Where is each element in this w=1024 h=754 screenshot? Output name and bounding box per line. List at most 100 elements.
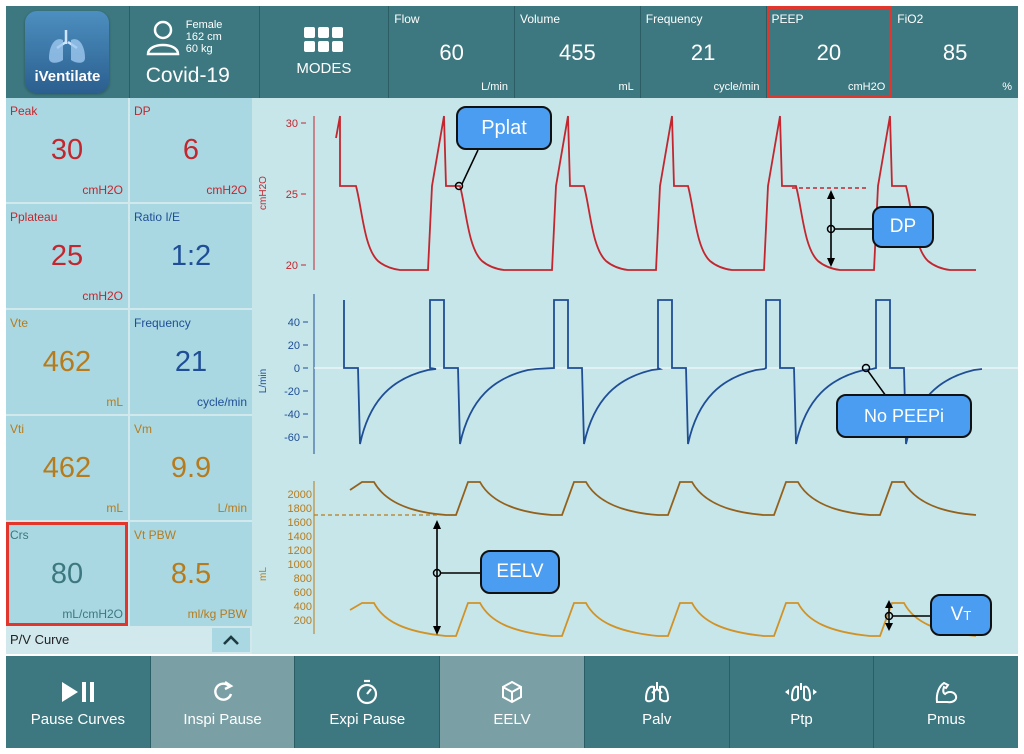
monitor-unit: cmH2O — [82, 289, 123, 303]
eelv-callout: EELV — [480, 550, 560, 594]
param-value: 60 — [439, 40, 464, 65]
param-unit: % — [1002, 81, 1012, 93]
monitor-value: 1:2 — [170, 240, 212, 272]
logo-cell: iVentilate — [6, 6, 130, 98]
param-volume[interactable]: Volume 455 mL — [515, 6, 641, 98]
monitor-unit: ml/kg PBW — [187, 607, 247, 621]
pplat-marker — [454, 181, 464, 191]
monitor-unit: cmH2O — [206, 183, 247, 197]
param-frequency[interactable]: Frequency 21 cycle/min — [641, 6, 767, 98]
app-logo[interactable]: iVentilate — [25, 11, 110, 93]
monitor-label: Peak — [10, 104, 38, 118]
volume-tick: 1800 — [288, 503, 312, 515]
param-peep[interactable]: PEEP 20 cmH2O — [766, 6, 893, 98]
flow-tick: -60 — [284, 432, 300, 444]
app-logo-text: iVentilate — [34, 68, 101, 85]
patient-sex: Female — [185, 19, 223, 31]
monitor-unit: mL/cmH2O — [62, 607, 123, 621]
pressure-tick: 30 — [286, 118, 298, 130]
monitor-pplateau[interactable]: Pplateau 25 cmH2O — [6, 204, 128, 308]
flow-tick: -20 — [284, 386, 300, 398]
monitor-ratio-ie[interactable]: Ratio I/E 1:2 — [130, 204, 252, 308]
monitor-vti[interactable]: Vti 462 mL — [6, 416, 128, 520]
pressure-axis-label: cmH2O — [258, 176, 269, 210]
param-unit: cmH2O — [847, 81, 886, 93]
no-peepi-callout: No PEEPi — [836, 394, 972, 438]
param-value: 20 — [816, 40, 842, 65]
pv-curve-label: P/V Curve — [10, 632, 70, 647]
monitor-value: 21 — [174, 346, 208, 378]
monitor-value: 80 — [50, 558, 84, 590]
pv-curve-toggle[interactable] — [212, 628, 250, 652]
monitor-unit: cycle/min — [196, 395, 247, 409]
palv-button[interactable]: Palv — [585, 656, 730, 748]
param-label: Volume — [520, 12, 561, 26]
monitor-label: Vm — [134, 422, 152, 436]
ptp-button[interactable]: Ptp — [730, 656, 875, 748]
param-fio2[interactable]: FiO2 85 % — [892, 6, 1018, 98]
monitor-label: Frequency — [134, 316, 191, 330]
pv-curve-bar[interactable]: P/V Curve — [6, 626, 252, 654]
pressure-waveform — [335, 115, 976, 271]
flow-waveform — [343, 299, 983, 445]
volume-tick: 800 — [294, 573, 312, 585]
monitor-label: Pplateau — [10, 210, 58, 224]
pause-curves-button[interactable]: Pause Curves — [6, 656, 151, 748]
volume-waveform-tidal — [349, 602, 977, 637]
volume-tick: 1000 — [288, 559, 312, 571]
monitor-unit: L/min — [217, 501, 247, 515]
chevron-up-icon — [223, 635, 239, 645]
flow-axis-label: L/min — [258, 369, 269, 393]
monitor-dp[interactable]: DP 6 cmH2O — [130, 98, 252, 202]
bottom-toolbar: Pause Curves Inspi Pause Expi Pause EELV — [6, 656, 1018, 748]
monitor-value: 6 — [182, 134, 200, 166]
param-value: 21 — [690, 40, 716, 65]
patient-height: 162 cm — [185, 31, 222, 43]
pplat-callout: Pplat — [456, 106, 552, 150]
volume-tick: 1400 — [288, 531, 312, 543]
monitor-unit: mL — [106, 501, 123, 515]
volume-tick: 600 — [294, 587, 312, 599]
monitor-value: 462 — [42, 346, 92, 378]
inspi-pause-button[interactable]: Inspi Pause — [150, 656, 296, 748]
muscle-icon — [935, 681, 958, 703]
dp-arrow-heads — [827, 190, 835, 267]
lungs-logo-icon — [49, 30, 86, 63]
param-value: 455 — [559, 40, 596, 65]
play-pause-icon — [61, 681, 94, 702]
waveform-svg: cmH2O L/min mL 30 25 20 40 20 0 -20 -40 … — [258, 115, 1018, 637]
param-unit: mL — [618, 81, 634, 93]
param-flow[interactable]: Flow 60 L/min — [389, 6, 515, 98]
pressure-tick: 25 — [286, 189, 298, 201]
patient-info[interactable]: Female 162 cm 60 kg Covid-19 — [130, 6, 260, 98]
pmus-button[interactable]: Pmus — [874, 656, 1018, 748]
monitor-vte[interactable]: Vte 462 mL — [6, 310, 128, 414]
param-value: 85 — [942, 40, 968, 65]
expi-pause-button[interactable]: Expi Pause — [295, 656, 441, 748]
toolbar-label: Expi Pause — [329, 710, 406, 728]
monitor-label: Vt PBW — [134, 528, 177, 542]
monitor-vt-pbw[interactable]: Vt PBW 8.5 ml/kg PBW — [130, 522, 252, 626]
flow-tick: 0 — [294, 363, 300, 375]
modes-button[interactable]: MODES — [260, 6, 390, 98]
monitor-crs[interactable]: Crs 80 mL/cmH2O — [6, 522, 128, 626]
toolbar-label: Pmus — [927, 710, 966, 728]
flow-tick: 40 — [288, 317, 300, 329]
waveform-area: cmH2O L/min mL 30 25 20 40 20 0 -20 -40 … — [252, 98, 1018, 654]
monitor-peak[interactable]: Peak 30 cmH2O — [6, 98, 128, 202]
monitor-value: 9.9 — [170, 452, 212, 484]
stopwatch-icon — [357, 679, 378, 704]
grid-icon — [304, 27, 344, 52]
toolbar-label: Palv — [642, 710, 672, 728]
volume-tick: 400 — [294, 601, 312, 613]
monitor-frequency[interactable]: Frequency 21 cycle/min — [130, 310, 252, 414]
monitor-vm[interactable]: Vm 9.9 L/min — [130, 416, 252, 520]
monitor-value: 462 — [42, 452, 92, 484]
monitor-label: Vti — [10, 422, 25, 436]
volume-tick: 2000 — [288, 489, 312, 501]
monitor-value: 30 — [50, 134, 84, 166]
eelv-button[interactable]: EELV — [440, 656, 585, 748]
param-label: Flow — [394, 12, 420, 26]
volume-tick: 1600 — [288, 517, 312, 529]
refresh-icon — [213, 680, 233, 701]
